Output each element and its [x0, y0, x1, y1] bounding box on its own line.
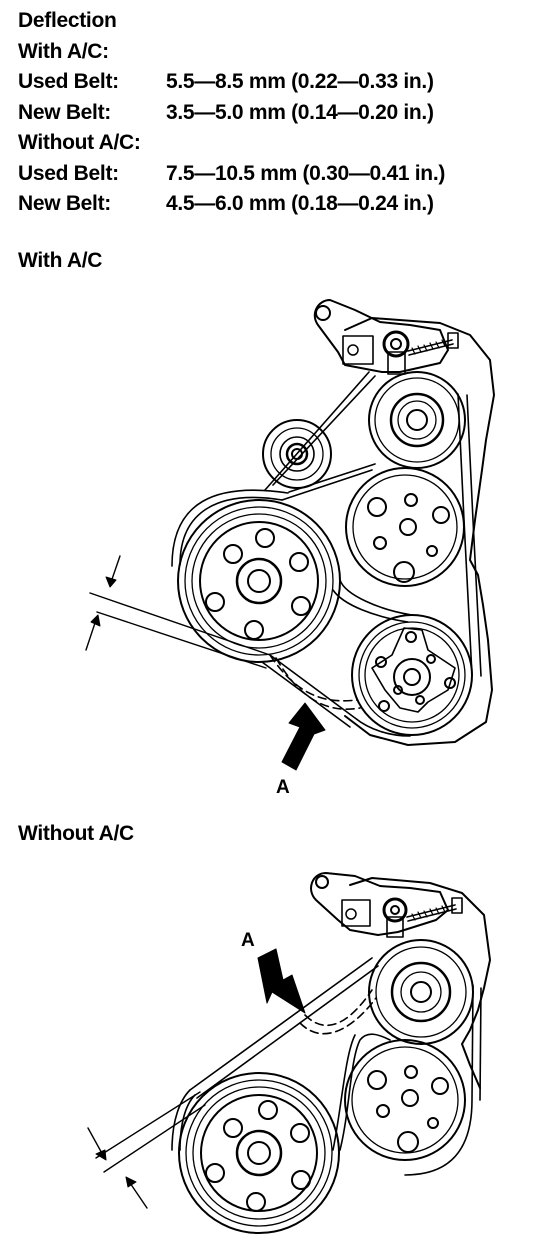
power-steering-pulley — [344, 1039, 466, 1161]
belt-diagram-with-ac — [85, 299, 495, 771]
with-ac-used-belt-row: Used Belt: 5.5—8.5 mm (0.22—0.33 in.) — [18, 67, 538, 98]
drive-belt — [171, 957, 482, 1176]
spec-title: Deflection — [18, 9, 117, 32]
deflected-belt — [269, 654, 358, 702]
belt-diagram-without-ac — [87, 872, 491, 1234]
without-ac-used-belt-value: 7.5—10.5 mm (0.30—0.41 in.) — [166, 161, 446, 185]
deflection-reference-line — [95, 1091, 201, 1159]
tensioner-bracket — [310, 872, 449, 936]
deflection-spec: Deflection With A/C: Used Belt: 5.5—8.5 m… — [18, 6, 538, 220]
tensioner-block — [342, 335, 374, 365]
figure-without-ac-heading: Without A/C — [18, 822, 134, 845]
tensioner-nut — [382, 897, 408, 923]
callout-a-without-ac: A — [241, 930, 255, 951]
with-ac-used-belt-value: 5.5—8.5 mm (0.22—0.33 in.) — [166, 70, 434, 93]
deflection-reference-line — [89, 592, 271, 656]
without-ac-new-belt-value: 4.5—6.0 mm (0.18—0.24 in.) — [166, 192, 434, 215]
without-ac-new-belt-label: New Belt: — [18, 192, 111, 215]
tensioner-bracket — [313, 299, 449, 373]
with-ac-new-belt-row: New Belt: 3.5—5.0 mm (0.14—0.20 in.) — [18, 98, 538, 129]
without-ac-label: Without A/C: — [18, 131, 141, 154]
engine-block-outline — [349, 877, 491, 1089]
adjust-bolt-thread — [411, 339, 446, 355]
bracket-mount-hole — [315, 875, 329, 889]
without-ac-used-belt-row: Used Belt: 7.5—10.5 mm (0.30—0.41 in.) — [18, 159, 538, 190]
tensioner-nut — [382, 330, 410, 358]
engine-block-outline — [344, 317, 495, 746]
drive-belt — [171, 371, 482, 737]
with-ac-label: With A/C: — [18, 39, 109, 63]
figure-with-ac-heading: With A/C — [18, 249, 103, 272]
without-ac-new-belt-row: New Belt: 4.5—6.0 mm (0.18—0.24 in.) — [18, 189, 538, 220]
without-ac-used-belt-label: Used Belt: — [18, 161, 119, 185]
bracket-mount-hole — [315, 305, 331, 321]
idler-pulley — [262, 419, 332, 489]
with-ac-new-belt-label: New Belt: — [18, 100, 111, 124]
callout-a-with-ac: A — [276, 777, 290, 798]
alternator-pulley — [368, 371, 466, 469]
with-ac-new-belt-value: 3.5—5.0 mm (0.14—0.20 in.) — [166, 100, 434, 124]
push-arrow — [281, 702, 326, 771]
with-ac-used-belt-label: Used Belt: — [18, 70, 119, 93]
ac-clutch-plate — [371, 627, 456, 713]
alternator-pulley — [368, 939, 474, 1045]
deflected-belt — [304, 989, 373, 1027]
power-steering-pulley — [345, 467, 465, 587]
crankshaft-pulley — [178, 1072, 340, 1234]
push-arrow — [257, 948, 306, 1014]
